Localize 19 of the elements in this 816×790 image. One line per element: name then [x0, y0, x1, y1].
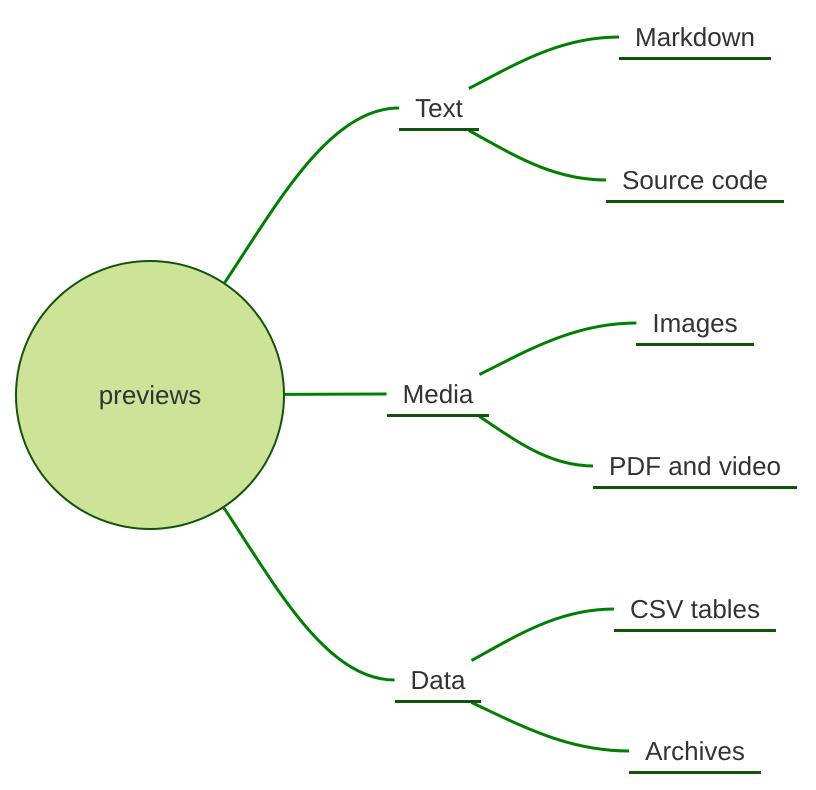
central-label: previews [98, 380, 202, 410]
topic-label: Source code [622, 164, 768, 194]
branch-line [478, 322, 636, 376]
branch-line [468, 36, 620, 90]
topic-label: Text [415, 92, 463, 122]
topic-label: Data [410, 664, 466, 694]
topic-label: Archives [645, 736, 745, 766]
branch-line [222, 507, 395, 682]
topic-label: CSV tables [630, 594, 760, 624]
branch-line [223, 106, 400, 284]
branch-line [470, 608, 614, 662]
branch-line [468, 129, 606, 182]
branch-line [470, 701, 630, 752]
topic-label: Images [652, 308, 738, 338]
topic-label: Markdown [635, 22, 755, 52]
topic-label: PDF and video [609, 450, 781, 480]
branch-line [478, 415, 594, 468]
branch-line [284, 392, 387, 396]
topic-label: Media [402, 378, 474, 408]
